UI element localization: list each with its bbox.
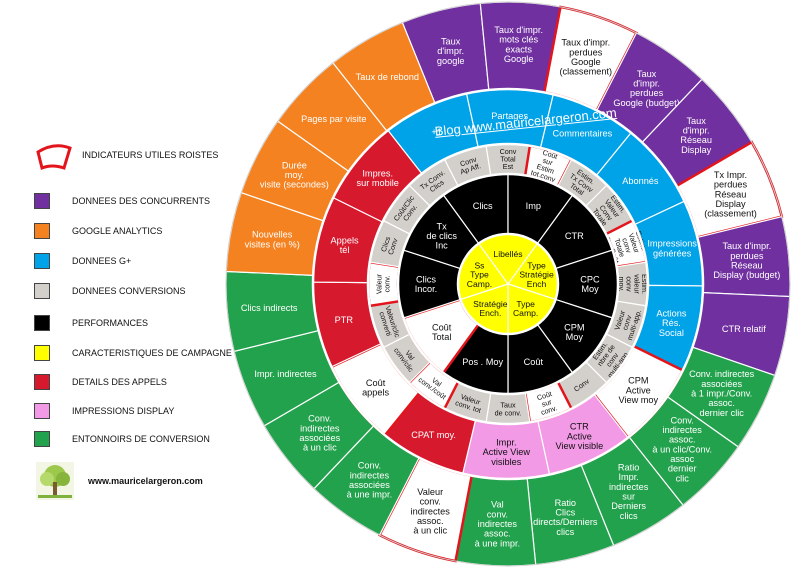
- legend-swatch: [34, 223, 50, 239]
- legend-label: IMPRESSIONS DISPLAY: [72, 406, 175, 416]
- legend-swatch: [34, 283, 50, 299]
- middle-segment-label: Partages: [491, 111, 528, 121]
- legend-label: ENTONNOIRS DE CONVERSION: [72, 434, 210, 444]
- legend-item: CARACTERISTIQUES DE CAMPAGNE: [34, 342, 232, 364]
- legend-swatch: [34, 253, 50, 269]
- legend-item: DONNEES DES CONCURRENTS: [34, 190, 210, 212]
- legend-highlight-item: INDICATEURS UTILES ROISTES: [34, 144, 219, 170]
- outer-segment-label: Taux de rebond: [356, 72, 419, 82]
- legend-swatch: [34, 193, 50, 209]
- legend-label: PERFORMANCES: [72, 318, 149, 328]
- legend-label: CARACTERISTIQUES DE CAMPAGNE: [72, 348, 232, 358]
- legend-highlight-label: INDICATEURS UTILES ROISTES: [82, 150, 219, 160]
- outer-segment-label: Impr. indirectes: [254, 369, 317, 379]
- outer-segment-label: Pages par visite: [301, 114, 366, 124]
- legend-item: DONNEES CONVERSIONS: [34, 280, 186, 302]
- legend-label: DONNEES DES CONCURRENTS: [72, 196, 211, 206]
- middle-segment-label: PTR: [335, 315, 354, 325]
- legend-label: DONNEES G+: [72, 256, 132, 266]
- middle-segment-label: Commentaires: [553, 129, 613, 139]
- wheel-border: [225, 1, 791, 567]
- conversion-segment-label: Estim.valeurconvmoy.: [617, 274, 649, 294]
- outer-segment-label: CTR relatif: [722, 324, 766, 334]
- legend-item: PERFORMANCES: [34, 312, 148, 334]
- legend-item: ENTONNOIRS DE CONVERSION: [34, 428, 210, 450]
- middle-segment-label: +1: [431, 127, 441, 137]
- performance-segment-label: Imp: [526, 201, 541, 211]
- legend-swatch: [34, 374, 50, 390]
- legend-swatch: [34, 315, 50, 331]
- tree-logo-icon: [36, 462, 74, 500]
- ring-separator: [366, 142, 650, 426]
- middle-segment-label: Impres.sur mobile: [357, 168, 399, 188]
- legend-swatch: [34, 345, 50, 361]
- highlight-sector-icon: [36, 144, 72, 170]
- legend-label: DONNEES CONVERSIONS: [72, 286, 186, 296]
- conversion-segment-label: Valeurconv.: [375, 273, 392, 294]
- legend-item: DONNEES G+: [34, 250, 131, 272]
- performance-segment-label: Coût: [524, 357, 544, 367]
- legend-label: DETAILS DES APPELS: [72, 377, 167, 387]
- ring-separator: [311, 87, 705, 481]
- ring-separator: [456, 232, 560, 336]
- performance-segment-label: Pos . Moy: [462, 357, 503, 367]
- legend-swatch: [34, 431, 50, 447]
- middle-segment-label: Abonnés: [622, 176, 659, 186]
- outer-segment-label: Clics indirects: [241, 303, 298, 313]
- legend-swatch: [34, 403, 50, 419]
- campaign-segment-label: Libellés: [493, 249, 522, 259]
- legend-label: GOOGLE ANALYTICS: [72, 226, 163, 236]
- legend-item: GOOGLE ANALYTICS: [34, 220, 162, 242]
- legend-item: IMPRESSIONS DISPLAY: [34, 400, 174, 422]
- performance-segment-label: Clics: [473, 201, 493, 211]
- legend-item: DETAILS DES APPELS: [34, 371, 167, 393]
- site-url: www.mauricelargeron.com: [88, 476, 203, 486]
- site-footer: www.mauricelargeron.com: [36, 462, 203, 500]
- ring-separator: [396, 172, 620, 396]
- middle-ring-gplus-display-calls: +1 PartagesCommentairesAbonnésImpressions…: [312, 88, 704, 480]
- middle-segment-label: CPAT moy.: [411, 430, 456, 440]
- performance-segment-label: CTR: [565, 231, 584, 241]
